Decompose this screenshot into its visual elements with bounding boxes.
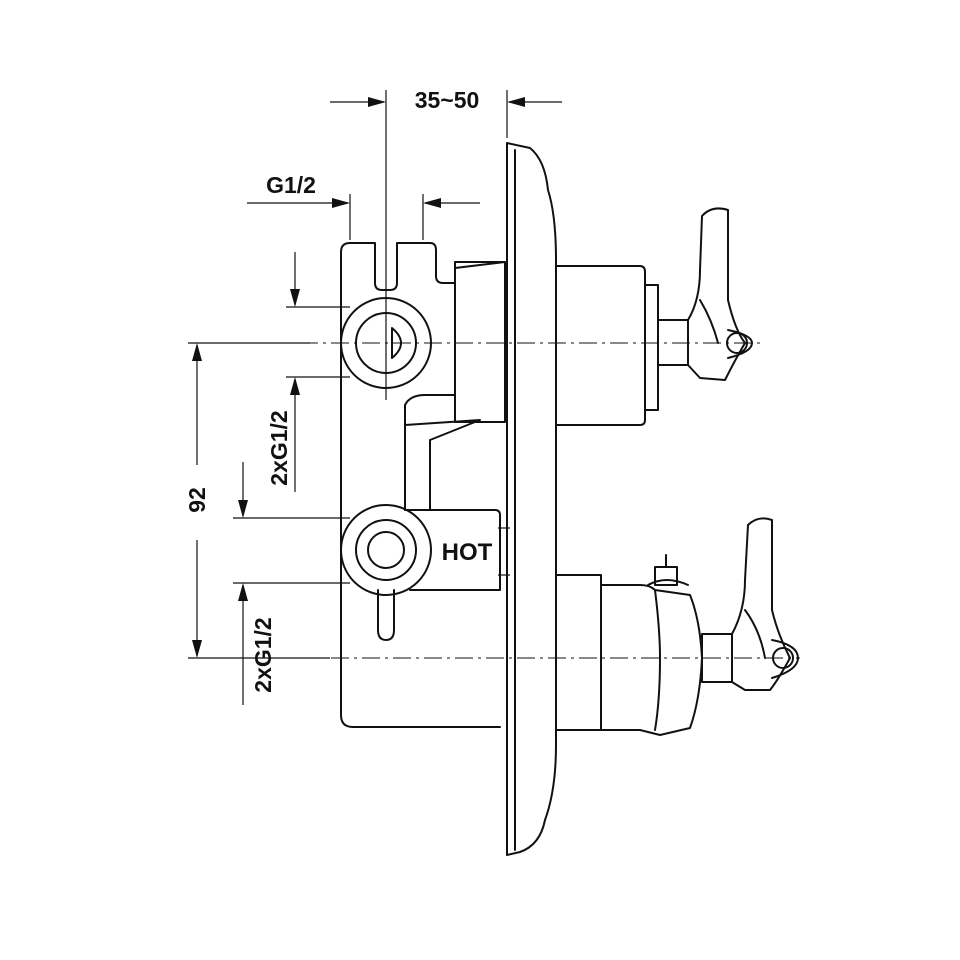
lower-port bbox=[340, 504, 432, 596]
hot-label: HOT bbox=[442, 539, 493, 566]
upper-ports-label: 2xG1/2 bbox=[266, 410, 292, 485]
lower-handle-assembly[interactable] bbox=[555, 517, 799, 736]
upper-handle-assembly[interactable] bbox=[555, 207, 753, 426]
upper-ports-dimension: 2xG1/2 bbox=[266, 252, 350, 492]
upper-port bbox=[340, 297, 432, 389]
valve-body bbox=[340, 242, 506, 728]
wall-plate bbox=[506, 142, 557, 856]
depth-dimension-label: 35~50 bbox=[415, 87, 480, 113]
hot-label-group: HOT bbox=[436, 527, 510, 576]
height-dimension: 92 bbox=[184, 342, 330, 659]
thread-dimension-label: G1/2 bbox=[266, 172, 316, 198]
height-dimension-label: 92 bbox=[184, 487, 210, 513]
lower-ports-dimension: 2xG1/2 bbox=[233, 462, 350, 705]
lower-ports-label: 2xG1/2 bbox=[250, 617, 276, 692]
thread-dimension: G1/2 bbox=[247, 172, 480, 240]
